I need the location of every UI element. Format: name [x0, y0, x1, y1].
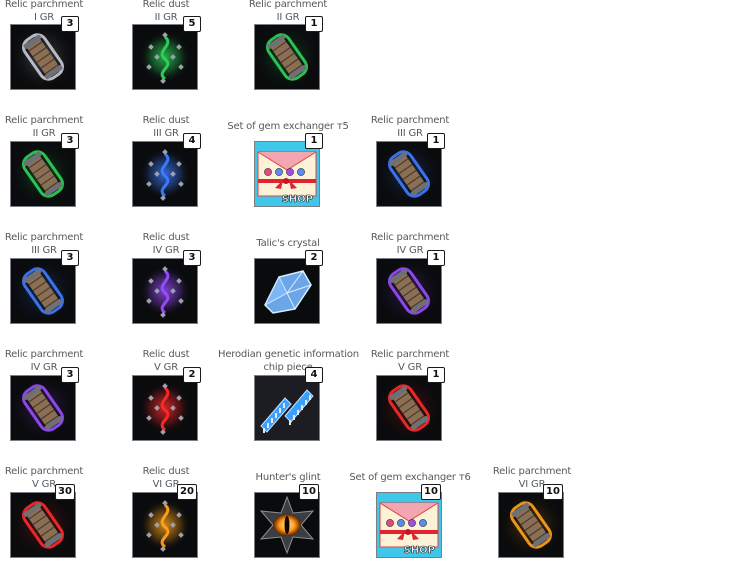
item-grade: VI GR: [518, 478, 546, 490]
item-count-badge: 3: [61, 367, 79, 383]
relic-dust-icon[interactable]: [132, 258, 198, 324]
item-name: Relic dust: [142, 0, 190, 10]
item-name: Talic's crystal: [256, 238, 320, 249]
item-name: Hunter's glint: [255, 472, 321, 483]
item-grade: II GR: [32, 127, 56, 139]
hunters-glint-eye-icon[interactable]: [254, 492, 320, 558]
item-count-badge: 10: [299, 484, 319, 500]
relic-dust-icon[interactable]: [132, 492, 198, 558]
item-name: Relic parchment: [4, 232, 84, 243]
relic-dust-icon[interactable]: [132, 24, 198, 90]
gem-exchanger-shop-icon[interactable]: SHOP: [254, 141, 320, 207]
item-count-badge: 1: [427, 367, 445, 383]
item-name: Relic parchment: [248, 0, 328, 10]
item-count-badge: 1: [305, 16, 323, 32]
svg-text:SHOP: SHOP: [404, 545, 435, 556]
relic-parchment-icon[interactable]: [376, 258, 442, 324]
item-count-badge: 3: [61, 133, 79, 149]
item-grade: IV GR: [152, 244, 180, 256]
item-grade: V GR: [32, 478, 56, 490]
relic-parchment-icon[interactable]: [376, 141, 442, 207]
item-count-badge: 1: [427, 133, 445, 149]
item-name: Set of gem exchanger т6: [349, 472, 471, 483]
item-count-badge: 30: [55, 484, 75, 500]
relic-parchment-icon[interactable]: [498, 492, 564, 558]
item-grade: II GR: [154, 11, 178, 23]
item-grade: III GR: [31, 244, 57, 256]
item-count-badge: 3: [61, 16, 79, 32]
item-name: Relic parchment: [4, 0, 84, 10]
relic-parchment-icon[interactable]: [10, 258, 76, 324]
item-count-badge: 4: [305, 367, 323, 383]
item-name: Relic parchment: [4, 466, 84, 477]
item-count-badge: 5: [183, 16, 201, 32]
item-grade: V GR: [398, 361, 422, 373]
item-count-badge: 1: [427, 250, 445, 266]
item-name: Relic parchment: [370, 349, 450, 360]
item-name: Relic parchment: [492, 466, 572, 477]
item-grade: I GR: [33, 11, 55, 23]
item-count-badge: 10: [543, 484, 563, 500]
item-name: Relic dust: [142, 232, 190, 243]
relic-parchment-icon[interactable]: [10, 24, 76, 90]
item-name: Relic dust: [142, 349, 190, 360]
item-grade: IV GR: [396, 244, 424, 256]
talic-crystal-icon[interactable]: [254, 258, 320, 324]
relic-parchment-icon[interactable]: [254, 24, 320, 90]
item-name: Relic dust: [142, 115, 190, 126]
item-name: Relic dust: [142, 466, 190, 477]
relic-parchment-icon[interactable]: [10, 375, 76, 441]
item-count-badge: 3: [183, 250, 201, 266]
relic-parchment-icon[interactable]: [10, 492, 76, 558]
item-grade: III GR: [397, 127, 423, 139]
item-count-badge: 1: [305, 133, 323, 149]
item-grade: chip piece: [263, 361, 313, 373]
item-grade: III GR: [153, 127, 179, 139]
item-name: Relic parchment: [4, 115, 84, 126]
gem-exchanger-shop-icon[interactable]: SHOP: [376, 492, 442, 558]
svg-text:SHOP: SHOP: [282, 194, 313, 205]
item-count-badge: 4: [183, 133, 201, 149]
item-count-badge: 2: [305, 250, 323, 266]
item-name: Herodian genetic information: [218, 349, 359, 360]
item-name: Relic parchment: [370, 115, 450, 126]
relic-dust-icon[interactable]: [132, 141, 198, 207]
item-count-badge: 3: [61, 250, 79, 266]
item-grade: V GR: [154, 361, 178, 373]
item-name: Relic parchment: [370, 232, 450, 243]
relic-parchment-icon[interactable]: [376, 375, 442, 441]
item-count-badge: 2: [183, 367, 201, 383]
item-count-badge: 10: [421, 484, 441, 500]
relic-parchment-icon[interactable]: [10, 141, 76, 207]
item-grade: II GR: [276, 11, 300, 23]
item-count-badge: 20: [177, 484, 197, 500]
item-grade: IV GR: [30, 361, 58, 373]
item-name: Set of gem exchanger т5: [227, 121, 349, 132]
item-grade: VI GR: [152, 478, 180, 490]
genetic-chip-icon[interactable]: [254, 375, 320, 441]
relic-dust-icon[interactable]: [132, 375, 198, 441]
item-name: Relic parchment: [4, 349, 84, 360]
